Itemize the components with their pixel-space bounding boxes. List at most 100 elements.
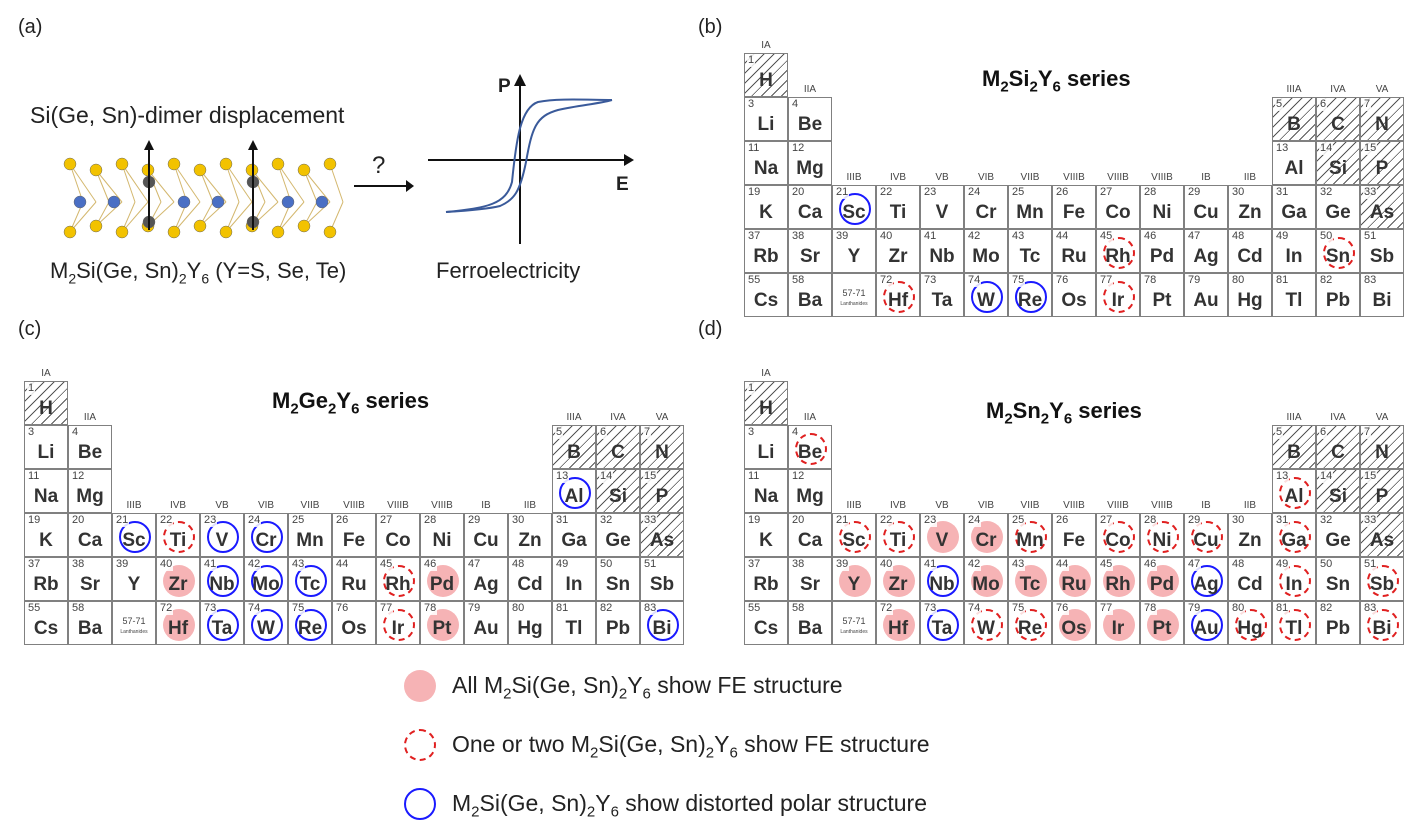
legend-part: show distorted polar structure [618,790,928,816]
element-symbol: K [759,530,773,551]
element-symbol: Na [753,158,779,179]
atomic-number: 72 [159,602,174,615]
element-symbol: Sb [1369,574,1395,595]
element-symbol: Mo [972,574,1000,595]
chalcogen-atom [193,219,207,233]
group-label: VIIIB [387,500,409,511]
element-symbol: Ba [77,618,103,639]
atomic-number: 31 [555,514,570,527]
atomic-number: 80 [511,602,526,615]
group-label: IIA [803,412,817,423]
atomic-number: 12 [71,470,86,483]
chalcogen-atom [193,163,207,177]
legend-part: show FE structure [737,731,930,757]
element-symbol: Ru [341,574,367,595]
element-symbol: Cd [1237,574,1263,595]
element-symbol: Ba [797,618,823,639]
title-part: Y [1037,66,1053,91]
question-mark: ? [372,152,386,179]
bond-line [121,163,149,203]
group-label: IA [761,368,771,379]
atomic-number: 41 [923,230,938,243]
atomic-number: 72 [879,602,894,615]
dashed-circle-marker [839,521,871,553]
bond-line [199,169,227,203]
group-label: IVB [169,500,187,511]
element-symbol: Ni [1152,202,1172,223]
atomic-number: 30 [511,514,526,527]
atomic-number: 24 [967,514,982,527]
atomic-number: 79 [1187,602,1202,615]
element-symbol: Fe [342,530,366,551]
dashed-circle-marker [1367,609,1399,641]
group-label: VA [655,412,669,423]
element-symbol: Ru [1061,574,1087,595]
element-symbol: Pt [432,618,452,639]
atomic-number: 29 [1187,186,1202,199]
bond-line [225,201,253,233]
element-symbol: Hg [1237,618,1263,639]
element-symbol: Ru [1061,246,1087,267]
atomic-number: 55 [747,602,762,615]
atomic-number: 47 [1187,230,1202,243]
atomic-number: 5 [555,426,564,439]
legend-sub: 6 [642,685,651,703]
bond-line [69,201,97,233]
legend-sub: 2 [586,803,596,821]
element-symbol: Os [1061,618,1087,639]
dashed-circle-marker [1367,565,1399,597]
dashed-circle-marker [1323,237,1355,269]
element-symbol: Mg [796,486,824,507]
atomic-number: 40 [159,558,174,571]
legend-part: Y [714,731,730,757]
atomic-number: 30 [1231,514,1246,527]
dashed-circle-marker [1279,609,1311,641]
panel-label-a: (a) [18,16,43,38]
chalcogen-atom [167,157,181,171]
atomic-number: 78 [423,602,438,615]
chalcogen-atom [219,225,233,239]
atomic-number: 19 [747,186,762,199]
title-sub: 2 [1029,78,1038,96]
atomic-number: 12 [791,142,806,155]
element-symbol: C [1331,114,1345,135]
group-label: IIIB [846,172,862,183]
element-symbol: H [759,398,773,419]
ferro-caption: Ferroelectricity [436,258,581,283]
chalcogen-atom [115,225,129,239]
element-symbol: Ti [889,530,907,551]
element-symbol: Pb [1325,290,1351,311]
atomic-number: 49 [1275,558,1290,571]
atomic-number: 45 [1099,558,1114,571]
element-symbol: Mn [296,530,324,551]
element-symbol: Cs [753,618,779,639]
group-label: VIIIB [343,500,365,511]
formula-part: Si(Ge, Sn) [76,258,179,283]
